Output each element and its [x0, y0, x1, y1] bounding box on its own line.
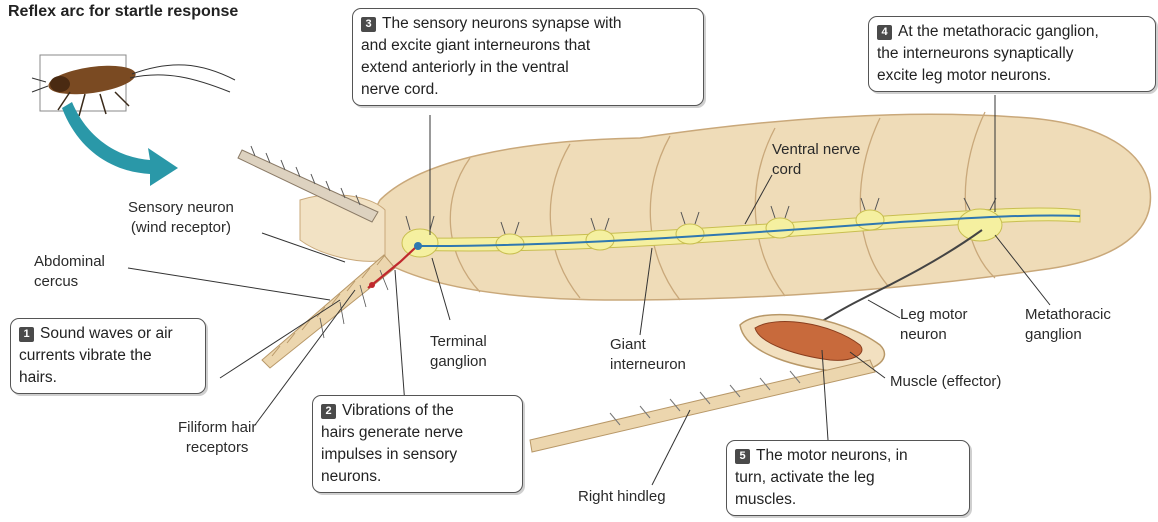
- label-abdominal-cercus: Abdominal cercus: [34, 252, 105, 292]
- label-giant-interneuron: Giant interneuron: [610, 335, 686, 375]
- step-number-5: 5: [735, 449, 750, 464]
- step-text-2: Vibrations of the hairs generate nerve i…: [321, 402, 463, 485]
- label-leg-motor-neuron: Leg motor neuron: [900, 305, 968, 345]
- step-number-4: 4: [877, 25, 892, 40]
- label-ventral-nerve-cord: Ventral nerve cord: [772, 140, 860, 180]
- diagram-title: Reflex arc for startle response: [8, 3, 238, 21]
- label-sensory-neuron: Sensory neuron (wind receptor): [128, 198, 234, 238]
- label-terminal-ganglion: Terminal ganglion: [430, 332, 487, 372]
- label-filiform-hair: Filiform hair receptors: [178, 418, 256, 458]
- step-number-1: 1: [19, 327, 34, 342]
- abdominal-cercus: [262, 255, 395, 368]
- step-text-3: The sensory neurons synapse with and exc…: [361, 15, 622, 98]
- label-muscle-effector: Muscle (effector): [890, 372, 1001, 392]
- step-text-4: At the metathoracic ganglion, the intern…: [877, 23, 1099, 84]
- step-text-1: Sound waves or air currents vibrate the …: [19, 325, 173, 386]
- step-number-2: 2: [321, 404, 336, 419]
- label-metathoracic-ganglion: Metathoracic ganglion: [1025, 305, 1111, 345]
- abdomen-body: [300, 112, 1150, 300]
- label-right-hindleg: Right hindleg: [578, 487, 666, 507]
- step-number-3: 3: [361, 17, 376, 32]
- step-text-5: The motor neurons, in turn, activate the…: [735, 447, 908, 508]
- cockroach-thumbnail: [32, 55, 235, 116]
